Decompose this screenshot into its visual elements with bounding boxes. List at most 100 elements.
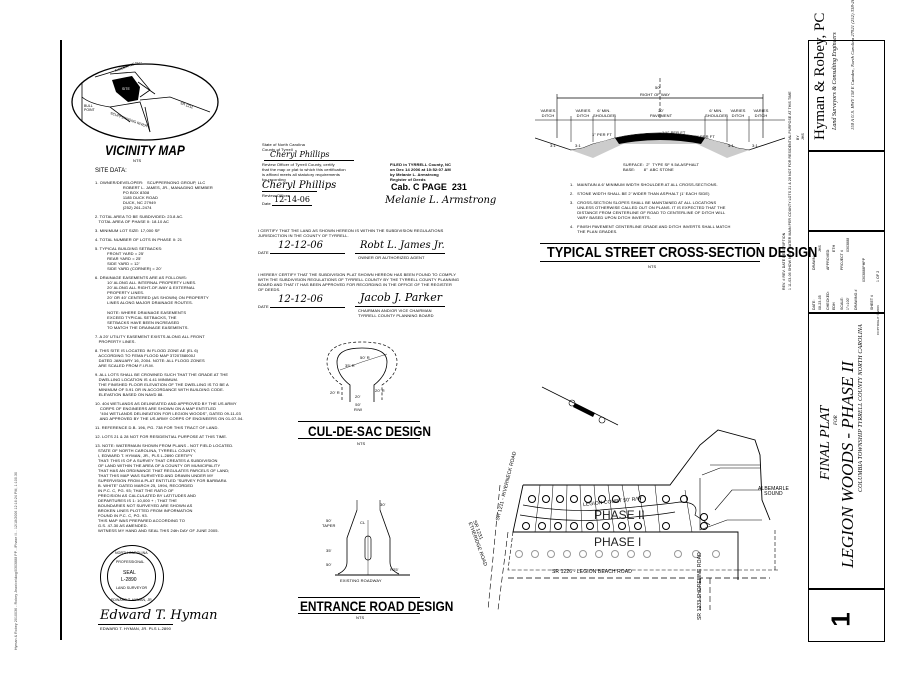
cul-de-sac-title: CUL-DE-SAC DESIGN [308,423,431,439]
firm-name: Hyman & Robey, PC [812,12,828,140]
field-sheet-label: SHEET # [870,294,874,310]
field-drawn-label: DRAWN: [812,255,816,270]
title-block-divider [808,230,885,232]
lot-marker [586,522,594,530]
seal-mid-text: PROFESSIONAL [116,560,145,564]
planning-date: 12-12-06 [278,294,323,305]
cross-section-drawing [534,78,786,178]
lot-marker [531,550,539,558]
lot-marker [554,522,562,530]
field-sheet-value: 1 OF 2 [876,270,880,282]
site-data-heading: SITE DATA: [95,168,127,174]
date-line [270,253,345,254]
cul-dim-20r-left: 20' R [330,390,340,395]
cul-dim-35r: 35' R [345,363,355,368]
segment-shoulder-1: 6' MIN. SHOULDER [593,108,617,118]
planning-certificate: I HEREBY CERTIFY THAT THE SUBDIVISION PL… [258,272,460,292]
project-location: COLUMBIA TOWNSHIP TYRRELL COUNTY NORTH C… [858,324,864,492]
entrance-dim-35: 35' [326,548,332,553]
owner-caption: OWNER OR AUTHORIZED AGENT [358,255,425,260]
seal-top-text: NORTH CAROLINA [115,551,148,555]
existing-roadway-label: EXISTING ROADWAY [340,578,382,583]
lot-marker [598,495,606,503]
entrance-dim-50: 50' [326,562,332,567]
field-date-label: DATE: [812,299,816,310]
entrance-road-scale: NTS [356,615,365,620]
segment-shoulder-2: 6' MIN. SHOULDER [705,108,729,118]
note-item: 4. FINISH PAVEMENT CENTERLINE GRADE AND … [570,224,731,234]
signature-line [98,624,173,625]
field-scale-value: 1"=100' [846,297,850,310]
svg-text:BULL: BULL [84,104,93,108]
cul-de-sac-scale: NTS [357,441,366,446]
pavement-spec: SURFACE: 2" TYPE SF 9.5A ASPHALT BASE: 8… [623,162,700,172]
register-signature: Melanie L. Armstrong [385,195,497,206]
vicinity-map-drawing: ALBEMARLE SOUND SR 1211 BULL POINT SCUPP… [71,57,219,141]
lot-marker [556,495,564,503]
review-date: 12-14-06 [274,195,310,204]
site-data-item: 7. A 20' UTILITY EASEMENT EXISTS ALONG A… [95,334,205,344]
firm-address: 150 A U.S. HWY 158 E Camden, North Carol… [850,0,855,130]
cross-section-title: TYPICAL STREET CROSS-SECTION DESIGN [547,244,818,261]
svg-text:SR 1211: SR 1211 [180,101,194,109]
cross-section-notes: 1. MAINTAIN A 6' MINIMUM WIDTH SHOULDER … [570,182,770,238]
svg-text:POINT: POINT [84,108,96,112]
slope-center: 1/4" PER FT [662,130,686,135]
signature-line [355,253,445,254]
segment-ditch-3: VARIES DITCH [730,108,746,118]
revision-header: REV. # REV. DATE DESCRIPTION [782,232,786,290]
cross-section-scale: NTS [648,264,657,269]
copyright-text: COPYRIGHT © 2006 [876,305,880,335]
site-data-item: 13. NOTE: WATERMAIN SHOWN FROM PLANS - N… [95,443,234,448]
entrance-centerline: CL [360,520,366,525]
cul-dim-50rw: 50' R/W [354,402,363,412]
site-data-item: 4. TOTAL NUMBER OF LOTS IN PHASE II: 21 [95,237,183,242]
lot-marker [618,522,626,530]
field-drawn-value: JHS [818,245,822,252]
site-data-item: 6. DRAINAGE EASEMENTS ARE AS FOLLOWS: 10… [95,275,209,330]
seal-sub-text: LAND SURVEYOR [116,586,148,590]
entrance-road-title: ENTRANCE ROAD DESIGN [300,598,454,614]
lot-marker [602,522,610,530]
vicinity-map-scale: NTS [133,158,142,163]
review-cert-body: Review Officer of Tyrrell County, certif… [262,162,346,182]
lot-marker [611,550,619,558]
field-date-value: 08-23-05 [818,295,822,310]
note-item: 1. MAINTAIN A 6' MINIMUM WIDTH SHOULDER … [570,182,718,187]
segment-pavement: 20' PAVEMENT [650,108,673,118]
site-data-item: 8. THIS SITE IS LOCATED IN FLOOD ZONE AE… [95,348,205,368]
title-block-divider [808,588,885,590]
signature-line [264,160,354,161]
site-data-item: 11. REFERENCE D.B. 196, PG. 738 FOR THIS… [95,425,219,430]
entrance-dim-30: 30' [380,502,386,507]
lot-marker [570,495,578,503]
lot-marker [692,550,700,558]
field-scale-label: SCALE: [840,296,844,310]
revision-by: JHS [801,133,805,140]
date-line [272,205,312,206]
lot-marker [700,522,708,530]
cul-de-sac-drawing [322,340,402,410]
ratio-1: 3:1 [550,143,556,148]
surveyor-signature: Edward T. Hyman [100,608,218,623]
site-data-item: 3. MINIMUM LOT SIZE: 17,000 SF [95,228,160,233]
ratio-4: 3:1 [752,143,758,148]
sheet-border-left [60,40,62,640]
lot-marker [612,495,620,503]
owner-signature: Robt L. James Jr. [360,240,445,251]
road-shoreline-label: SR 1233 SHORELINE ROAD [697,552,703,620]
title-rule [298,421,420,422]
title-rule [298,613,420,614]
field-project-value: 0303888 [846,237,850,252]
albemarle-sound-label: ALBEMARLE SOUND [758,486,789,497]
entrance-road-drawing [335,500,410,580]
row-width: 50' [655,85,661,90]
entrance-dim-taper: 50' TAPER [322,518,336,528]
review-officer-caption: Review Officer [262,193,290,198]
signature-line [355,306,445,307]
surveyor-certificate: STATE OF NORTH CAROLINA, TYRRELL COUNTY,… [98,448,230,528]
lot-marker [700,513,708,521]
ratio-3: 3:1 [728,143,734,148]
seal-inner-ring [107,552,156,601]
lot-marker [547,550,555,558]
